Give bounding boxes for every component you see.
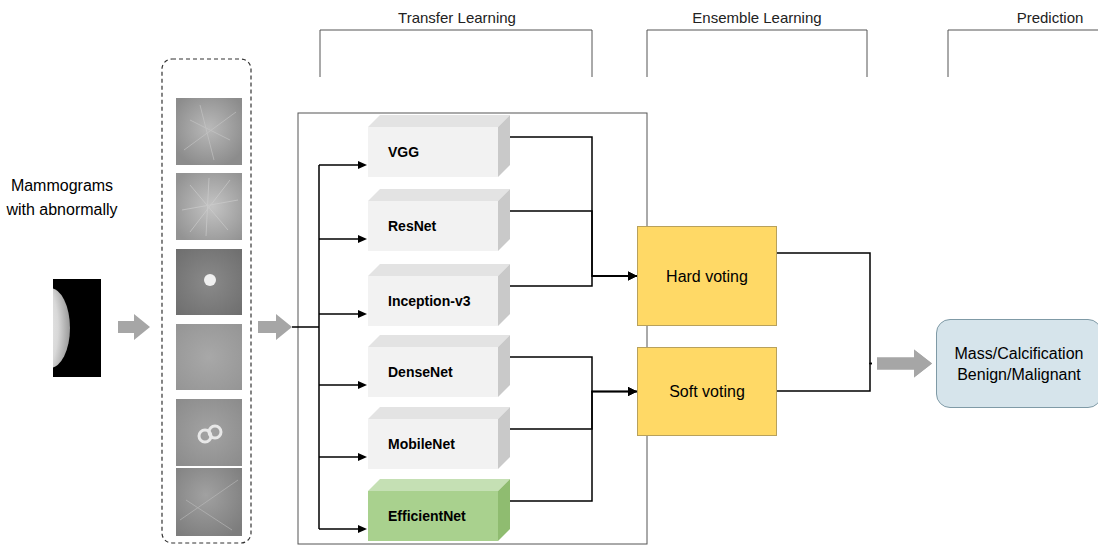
flow-arrow — [118, 314, 150, 340]
model-name: EfficientNet — [388, 508, 466, 524]
arrowhead — [628, 387, 637, 396]
connector — [510, 211, 637, 281]
box-side-face — [498, 115, 510, 177]
block-arrow — [877, 350, 932, 378]
model-box: DenseNet — [368, 335, 510, 397]
calcification-spot — [204, 274, 216, 286]
box-top-face — [368, 115, 510, 127]
image-patch — [176, 399, 242, 466]
connector-line — [510, 211, 637, 276]
voting-box: Soft voting — [637, 347, 777, 436]
model-name: Inception-v3 — [388, 293, 470, 309]
box-front-face — [368, 127, 498, 177]
image-patch — [176, 249, 242, 315]
model-name: DenseNet — [388, 364, 453, 380]
box-label: Hard voting — [666, 266, 748, 287]
connector-line — [510, 276, 637, 286]
box-top-face — [368, 407, 510, 419]
connector-line — [510, 137, 637, 276]
model-box: ResNet — [368, 189, 510, 251]
input-trunk — [292, 165, 319, 529]
box-top-face — [368, 335, 510, 347]
connector — [510, 387, 637, 501]
box-label: Mass/Calcification Benign/Malignant — [945, 343, 1093, 385]
box-top-face — [368, 189, 510, 201]
model-name: VGG — [388, 144, 419, 160]
connector-line — [510, 392, 637, 430]
arrowhead — [628, 387, 637, 396]
connector — [510, 357, 637, 396]
patch-texture — [184, 105, 236, 160]
image-patch — [176, 324, 242, 390]
box-label: Soft voting — [669, 381, 745, 402]
model-box: VGG — [368, 115, 510, 177]
section-bracket — [948, 30, 1098, 77]
image-patch — [176, 98, 242, 165]
section-heading: Transfer Learning — [357, 9, 557, 26]
box-front-face — [368, 276, 498, 326]
patch-texture — [180, 480, 238, 530]
box-side-face — [498, 335, 510, 397]
connector — [510, 387, 637, 429]
connector — [777, 253, 932, 378]
connector-line — [777, 253, 872, 364]
box-side-face — [498, 264, 510, 326]
patch-group — [162, 59, 251, 543]
section-heading: Ensemble Learning — [657, 9, 857, 26]
voting-box: Hard voting — [637, 226, 777, 326]
image-patch — [176, 173, 242, 240]
arrowhead — [628, 272, 637, 281]
connector — [510, 137, 637, 281]
input-branch — [319, 165, 360, 529]
image-patch — [176, 468, 242, 536]
model-name: ResNet — [388, 218, 436, 234]
input-caption: Mammograms with abnormally — [2, 174, 122, 222]
section-bracket — [320, 30, 592, 77]
box-front-face — [368, 201, 498, 251]
arrowhead — [628, 387, 637, 396]
arrowhead — [628, 272, 637, 281]
model-box: EfficientNet — [368, 479, 510, 541]
box-top-face — [368, 264, 510, 276]
prediction-box: Mass/Calcification Benign/Malignant — [936, 319, 1098, 408]
connector-line — [777, 364, 872, 392]
box-front-face — [368, 491, 498, 541]
model-name: MobileNet — [388, 436, 455, 452]
section-heading: Prediction — [1005, 9, 1095, 26]
calcification-spot — [209, 426, 221, 438]
box-front-face — [368, 419, 498, 469]
model-box: Inception-v3 — [368, 264, 510, 326]
patch-texture — [182, 178, 238, 236]
input-arrowhead — [358, 161, 367, 533]
box-side-face — [498, 189, 510, 251]
model-box: MobileNet — [368, 407, 510, 469]
section-bracket — [647, 30, 867, 77]
connector — [510, 272, 637, 287]
block-arrow — [877, 350, 932, 378]
flow-arrow — [258, 314, 292, 340]
box-side-face — [498, 407, 510, 469]
arrowhead — [628, 272, 637, 281]
connector — [777, 350, 932, 392]
box-front-face — [368, 347, 498, 397]
box-top-face — [368, 479, 510, 491]
model-container — [298, 113, 647, 544]
breast-shape — [53, 288, 70, 368]
connector-line — [510, 392, 637, 502]
connector-line — [510, 357, 637, 392]
box-side-face — [498, 479, 510, 541]
